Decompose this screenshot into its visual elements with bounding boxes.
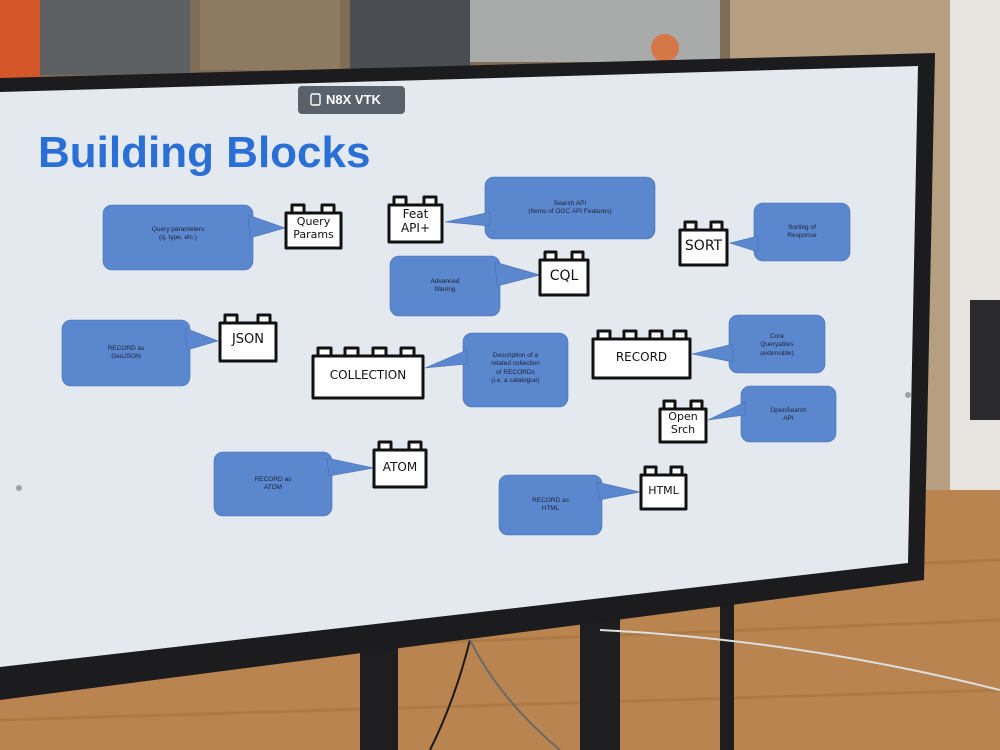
bubble-text-feat-api: Search API (Items of OGC API Features) (528, 200, 612, 216)
person-silhouette (970, 300, 1000, 420)
stand-pole (720, 600, 734, 750)
outside-light (651, 34, 679, 62)
brick-collection (311, 346, 425, 400)
bubble-text-collection: Description of a related collection of R… (491, 352, 540, 385)
cable (599, 629, 1000, 691)
window-pane (350, 0, 470, 70)
block-label-cql: CQL (549, 268, 579, 284)
block-label-html: HTML (648, 484, 679, 497)
bubble-text-open-srch: OpenSearch API (770, 407, 807, 423)
stand-leg-left (360, 640, 398, 750)
bubble-html (498, 474, 641, 536)
bubble-query-params (102, 204, 286, 271)
bubble-atom (213, 451, 375, 517)
bubble-json (61, 319, 219, 387)
brick-atom (372, 440, 428, 489)
cable (429, 639, 471, 750)
bubble-text-atom: RECORD as ATOM (254, 476, 292, 492)
brick-record (591, 329, 692, 380)
bubble-cql (389, 255, 542, 317)
brick-feat-api (387, 195, 444, 244)
bubble-feat-api (444, 176, 656, 240)
person-icon (310, 93, 321, 106)
brick-query-params (284, 203, 343, 250)
block-label-open-srch: Open Srch (668, 410, 698, 436)
window-pane (40, 0, 190, 75)
badge-background (298, 86, 405, 114)
bubble-text-json: RECORD as GeoJSON (107, 345, 145, 361)
block-label-collection: COLLECTION (329, 368, 407, 382)
gear-icon (905, 392, 911, 398)
stand-leg-right (580, 610, 620, 750)
bubble-open-srch (707, 385, 837, 443)
block-label-record: RECORD (615, 350, 668, 364)
block-label-feat-api: Feat API+ (400, 207, 431, 235)
brick-json (218, 313, 278, 363)
brick-open-srch (658, 399, 708, 444)
block-label-json: JSON (231, 332, 265, 347)
bubble-collection (424, 332, 569, 408)
brick-cql (538, 250, 590, 297)
block-label-sort: SORT (684, 238, 723, 254)
brick-sort (678, 220, 729, 267)
bubble-text-query-params: Query parameters (q, type, etc.) (151, 226, 205, 242)
bubble-text-cql: Advanced filtering (430, 278, 460, 294)
block-label-atom: ATOM (382, 460, 418, 474)
bubble-record (691, 314, 826, 374)
bubble-text-sort: Sorting of Response (787, 224, 817, 240)
badge-label: N8X VTK (326, 92, 381, 107)
brick-html (639, 465, 688, 511)
cable (469, 639, 561, 750)
bubble-text-html: RECORD as HTML (532, 497, 569, 513)
block-label-query-params: Query Params (293, 215, 334, 241)
wood-panel (200, 0, 340, 70)
bubble-text-record: Core Queryables (extensible) (760, 333, 794, 357)
gear-icon (16, 485, 22, 491)
bubble-sort (728, 202, 851, 262)
slide-title: Building Blocks (38, 128, 371, 177)
